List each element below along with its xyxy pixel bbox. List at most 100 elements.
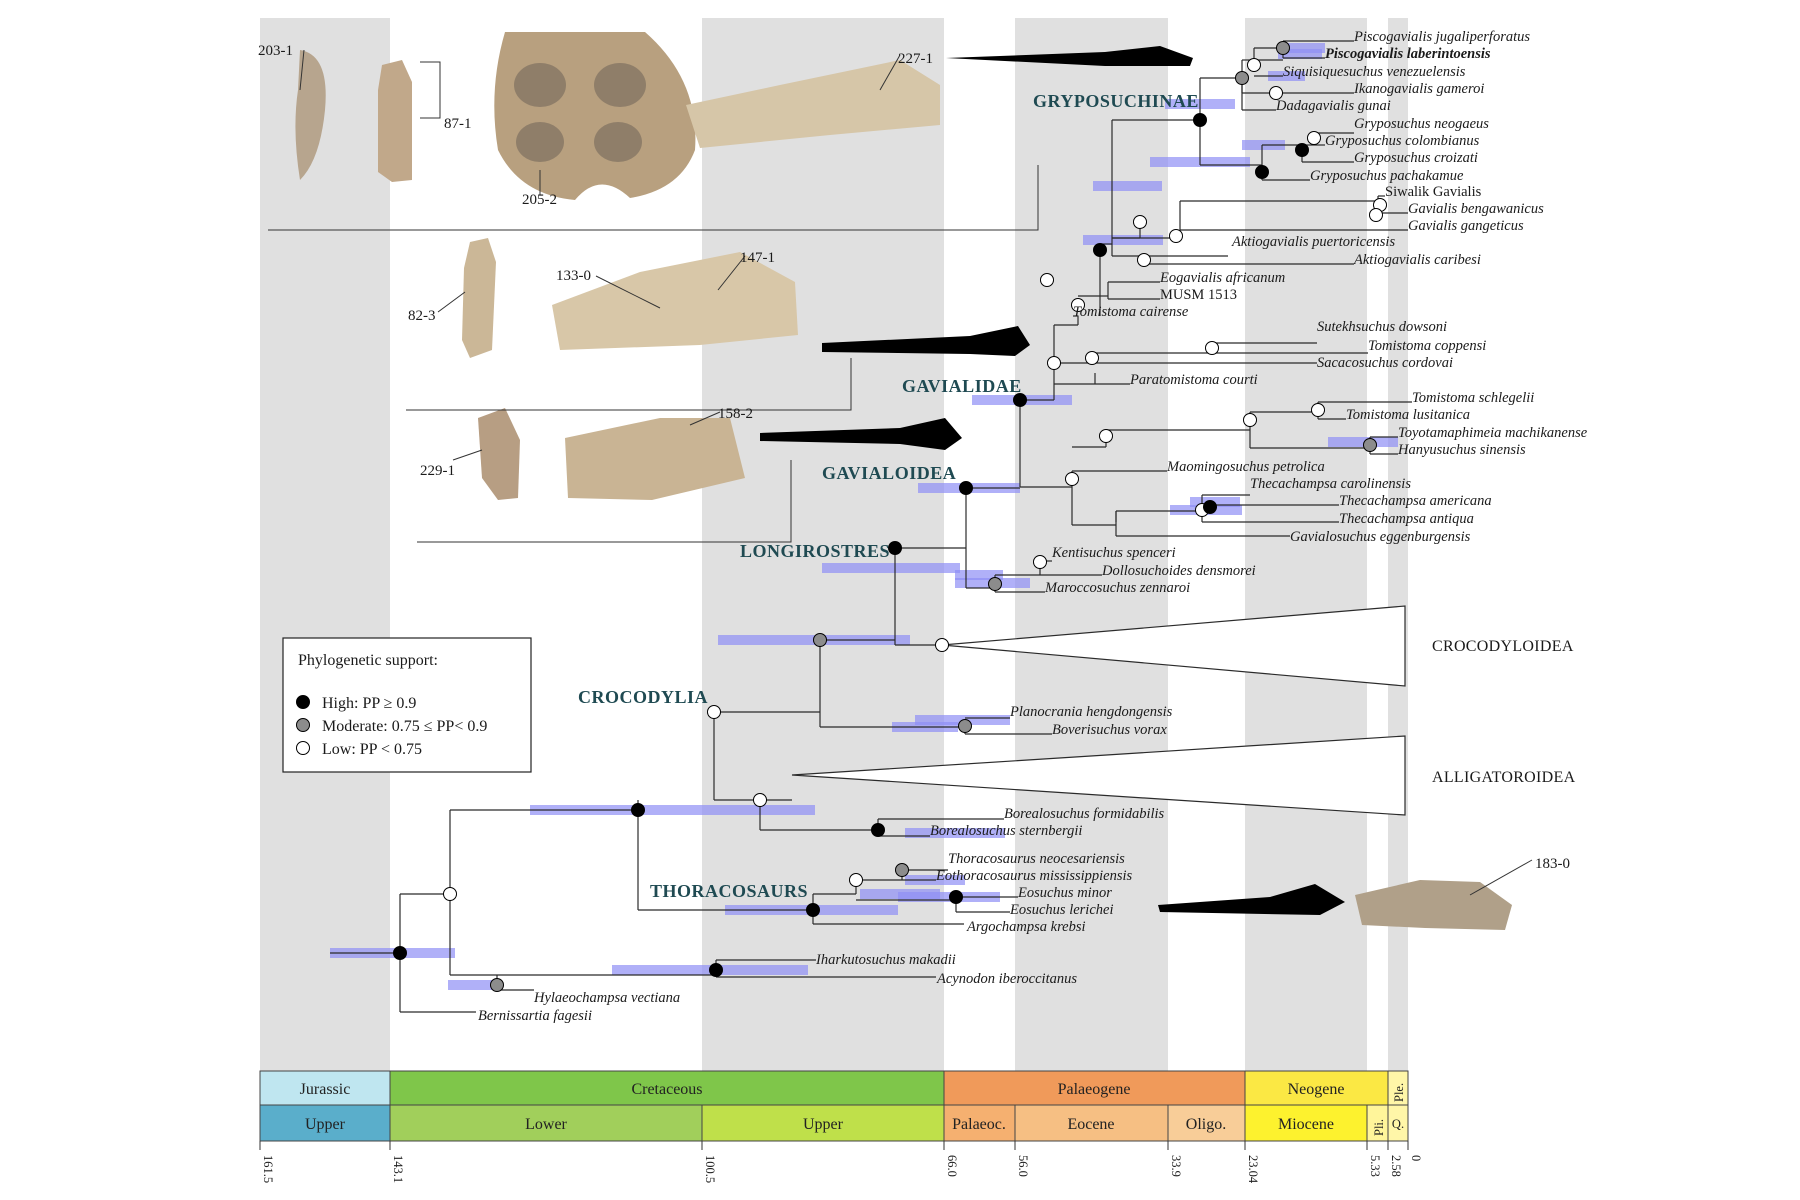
hpd-bar bbox=[1190, 497, 1240, 507]
legend-high-swatch bbox=[296, 695, 310, 709]
hpd-bar bbox=[1278, 49, 1322, 59]
support-node bbox=[935, 638, 949, 652]
epoch-oligocene-label: Oligo. bbox=[1186, 1116, 1226, 1133]
period-palaeogene-label: Palaeogene bbox=[1058, 1081, 1131, 1098]
epoch-eocene-label: Eocene bbox=[1067, 1116, 1114, 1133]
period-pleistocene-label: Ple. bbox=[1392, 1083, 1406, 1102]
tick-label: 143.1 bbox=[391, 1155, 405, 1183]
support-node bbox=[1243, 413, 1257, 427]
support-node bbox=[1071, 298, 1085, 312]
hpd-bar bbox=[448, 980, 497, 990]
character-label: 87-1 bbox=[444, 116, 472, 132]
support-node bbox=[1363, 438, 1377, 452]
epoch-upper-jurassic-label: Upper bbox=[305, 1116, 346, 1133]
taxon-label: Dollosuchoides densmorei bbox=[1101, 563, 1256, 579]
tick-label: 0 bbox=[1409, 1155, 1423, 1161]
support-node bbox=[393, 946, 407, 960]
taxon-label: Planocrania hengdongensis bbox=[1009, 704, 1173, 720]
taxon-label: Gryposuchus colombianus bbox=[1325, 133, 1480, 149]
taxon-label: Gavialis bengawanicus bbox=[1408, 201, 1544, 217]
tick-label: 56.0 bbox=[1016, 1155, 1030, 1177]
tick-label: 2.58 bbox=[1389, 1155, 1403, 1177]
annotation-labels: 203-1 87-1 205-2 227-1 82-3 133-0 147-1 … bbox=[258, 43, 1570, 872]
period-neogene bbox=[1244, 1070, 1389, 1106]
taxon-label: Argochampsa krebsi bbox=[966, 919, 1086, 935]
taxon-label: Maomingosuchus petrolica bbox=[1166, 459, 1325, 475]
taxon-label: Borealosuchus formidabilis bbox=[1004, 806, 1165, 822]
clade-gavialoidea-label: GAVIALOIDEA bbox=[822, 463, 956, 483]
support-node bbox=[1247, 58, 1261, 72]
support-node bbox=[1013, 393, 1027, 407]
silhouette-thoracosaur bbox=[1158, 884, 1345, 915]
taxon-label: Aktiogavialis caribesi bbox=[1353, 252, 1481, 268]
epoch-palaeocene bbox=[943, 1104, 1016, 1142]
hpd-bar bbox=[530, 805, 815, 815]
support-node bbox=[1033, 555, 1047, 569]
epoch-miocene-label: Miocene bbox=[1278, 1116, 1334, 1133]
clade-longirostres-label: LONGIROSTRES bbox=[740, 541, 890, 561]
legend-high-label: High: PP ≥ 0.9 bbox=[322, 695, 416, 712]
taxon-label: Thecachampsa antiqua bbox=[1339, 511, 1474, 527]
support-node bbox=[959, 481, 973, 495]
taxon-label: Piscogavialis jugaliperforatus bbox=[1353, 29, 1530, 45]
support-node bbox=[1137, 253, 1151, 267]
triangle-alligatoroidea bbox=[791, 735, 1406, 816]
taxon-label: Bernissartia fagesii bbox=[478, 1008, 592, 1024]
hpd-bar bbox=[1083, 235, 1163, 245]
taxon-label: Eogavialis africanum bbox=[1159, 270, 1285, 286]
support-node bbox=[709, 963, 723, 977]
clade-gryposuchinae-label: GRYPOSUCHINAE bbox=[1033, 91, 1199, 111]
support-node bbox=[753, 793, 767, 807]
hpd-bar bbox=[1328, 437, 1398, 447]
epoch-upper-cretaceous-label: Upper bbox=[803, 1116, 844, 1133]
taxon-label: Eothoracosaurus mississippiensis bbox=[935, 868, 1133, 884]
taxon-label: Tomistoma cairense bbox=[1073, 304, 1189, 320]
taxon-label: Boverisuchus vorax bbox=[1052, 722, 1167, 738]
silhouette-gavialoid bbox=[760, 418, 962, 450]
period-neogene-label: Neogene bbox=[1288, 1081, 1345, 1098]
taxon-label: Tomistoma coppensi bbox=[1368, 338, 1486, 354]
tick-label: 23.04 bbox=[1246, 1155, 1260, 1184]
taxon-label: Gavialosuchus eggenburgensis bbox=[1290, 529, 1471, 545]
support-node bbox=[1307, 131, 1321, 145]
support-node bbox=[1276, 41, 1290, 55]
support-node bbox=[1295, 143, 1309, 157]
taxon-label: Ikanogavialis gameroi bbox=[1353, 81, 1484, 97]
support-node bbox=[871, 823, 885, 837]
taxon-label: Eosuchus minor bbox=[1017, 885, 1112, 901]
support-node bbox=[1235, 71, 1249, 85]
triangle-crocodyloidea bbox=[941, 605, 1406, 687]
collapsed-clades bbox=[791, 605, 1406, 816]
support-node bbox=[1203, 500, 1217, 514]
epoch-upper-cretaceous bbox=[701, 1104, 945, 1142]
epoch-miocene bbox=[1244, 1104, 1368, 1142]
support-node bbox=[895, 863, 909, 877]
taxon-label: Dadagavialis gunai bbox=[1275, 98, 1391, 114]
clade-thoracosaurs-label: THORACOSAURS bbox=[650, 881, 808, 901]
character-label: 133-0 bbox=[556, 268, 591, 284]
tick-label: 100.5 bbox=[703, 1155, 717, 1183]
character-label: 203-1 bbox=[258, 43, 293, 59]
silhouette-gavialid bbox=[822, 326, 1030, 356]
support-node bbox=[1255, 165, 1269, 179]
support-node bbox=[631, 803, 645, 817]
character-label: 227-1 bbox=[898, 51, 933, 67]
support-node bbox=[849, 873, 863, 887]
epoch-quaternary-label: Q. bbox=[1392, 1117, 1404, 1131]
character-label: 183-0 bbox=[1535, 856, 1570, 872]
support-node bbox=[888, 541, 902, 555]
taxon-label: Gavialis gangeticus bbox=[1408, 218, 1524, 234]
timescale: Jurassic Cretaceous Palaeogene Neogene P… bbox=[259, 1070, 1409, 1142]
taxon-label: Acynodon iberoccitanus bbox=[936, 971, 1077, 987]
taxon-label: MUSM 1513 bbox=[1160, 287, 1237, 303]
support-node bbox=[1133, 215, 1147, 229]
legend-low-label: Low: PP < 0.75 bbox=[322, 741, 422, 758]
support-node bbox=[1065, 472, 1079, 486]
epoch-lower-cretaceous-label: Lower bbox=[525, 1116, 567, 1133]
character-label: 158-2 bbox=[718, 406, 753, 422]
legend-moderate-label: Moderate: 0.75 ≤ PP< 0.9 bbox=[322, 718, 487, 735]
support-node bbox=[1193, 113, 1207, 127]
taxon-label: Sutekhsuchus dowsoni bbox=[1317, 319, 1447, 335]
support-node bbox=[707, 705, 721, 719]
